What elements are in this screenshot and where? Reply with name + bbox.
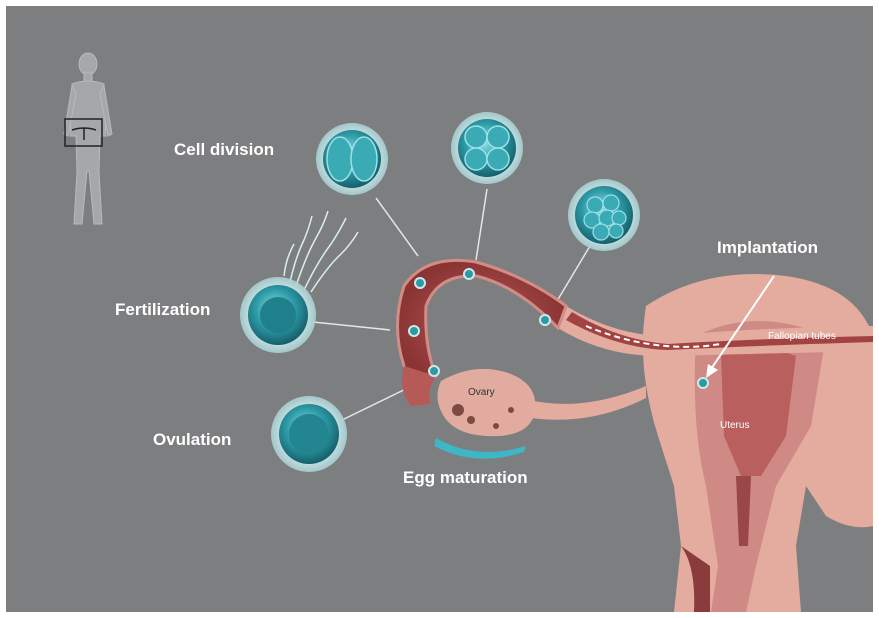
fertilization-label: Fertilization: [115, 300, 210, 320]
ovulation-label: Ovulation: [153, 430, 231, 450]
eight-cell-embryo-icon: [568, 179, 640, 251]
cell-division-label: Cell division: [174, 140, 274, 160]
human-body-silhouette-icon: [64, 53, 112, 224]
ovulation-egg-icon: [271, 396, 347, 472]
ovary-illustration: [438, 369, 647, 436]
fertilization-cell-icon: [240, 211, 358, 353]
diagram-canvas: Cell division Fertilization Ovulation Eg…: [6, 6, 873, 612]
four-cell-embryo-icon: [451, 112, 523, 184]
fallopian-tubes-label: Fallopian tubes: [768, 331, 836, 342]
two-cell-embryo-icon: [316, 123, 388, 195]
sperm-icon: [284, 211, 358, 292]
egg-maturation-arrow-icon: [434, 438, 526, 459]
uterus-label: Uterus: [720, 420, 749, 431]
ovary-label: Ovary: [468, 387, 495, 398]
implantation-label: Implantation: [717, 238, 818, 258]
egg-maturation-label: Egg maturation: [403, 468, 528, 488]
uterus-illustration: [643, 274, 873, 612]
